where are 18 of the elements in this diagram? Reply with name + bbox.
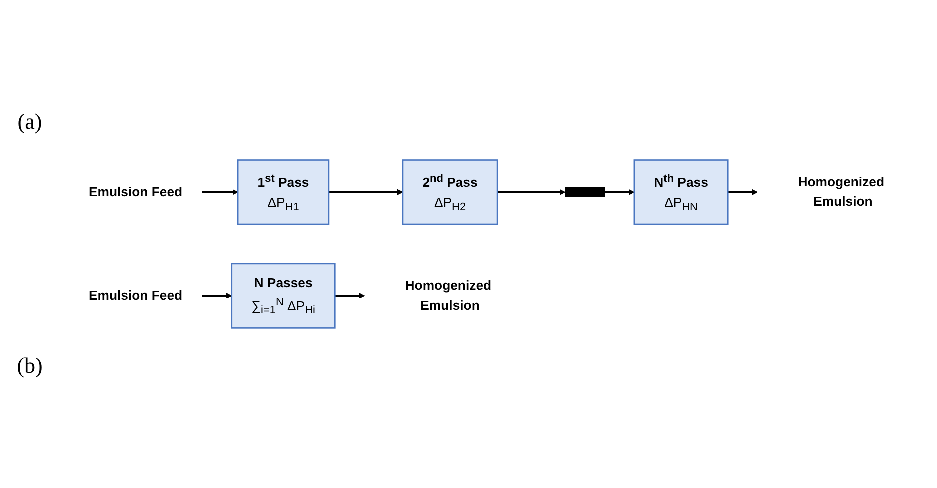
process-box: N Passes ∑$_{i=1}$$^{N}$ ΔP$_{Hi}$ xyxy=(230,263,336,329)
process-box: 1$^{st}$ Pass ΔP$_{H1}$ xyxy=(236,159,330,225)
panel-label: (a) xyxy=(18,109,42,135)
arrow xyxy=(728,189,758,196)
panel-label: (b) xyxy=(17,353,43,379)
arrow xyxy=(202,292,232,299)
arrow xyxy=(202,189,238,196)
flow-label: Homogenized Emulsion xyxy=(798,175,884,210)
arrow xyxy=(497,189,566,196)
process-box: N$^{th}$ Pass ΔP$_{HN}$ xyxy=(633,159,728,225)
flow-label: Homogenized Emulsion xyxy=(404,278,492,313)
arrow xyxy=(604,189,634,196)
ellipsis-mark xyxy=(564,187,605,198)
arrow xyxy=(334,292,365,299)
flow-label: Emulsion Feed xyxy=(88,184,182,200)
flow-label: Emulsion Feed xyxy=(88,288,182,304)
process-box: 2$^{nd}$ Pass ΔP$_{H2}$ xyxy=(402,159,498,225)
arrow xyxy=(328,189,403,196)
